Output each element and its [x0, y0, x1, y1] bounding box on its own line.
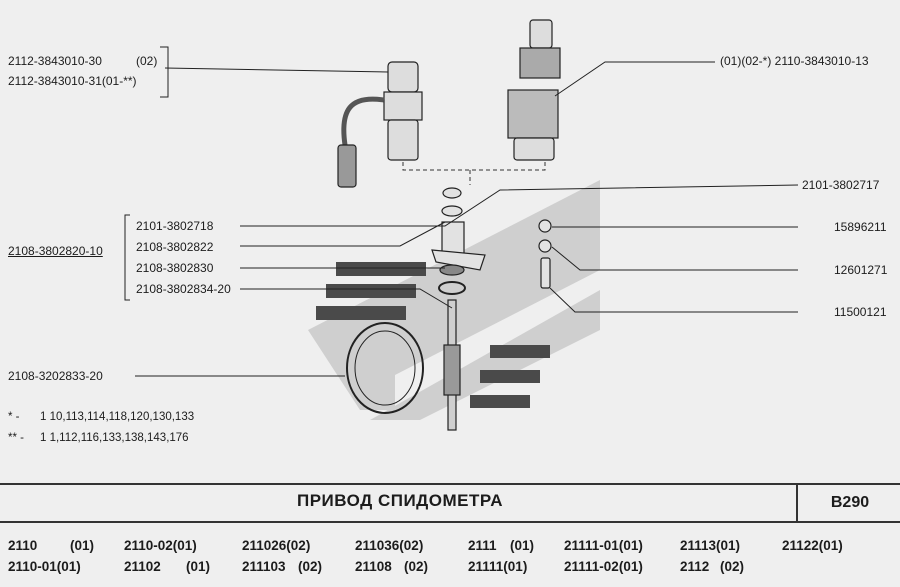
model-6: 21111-01(01) — [564, 538, 643, 553]
right-code-2: 15896211 — [834, 220, 887, 234]
model-12: 21108 — [355, 559, 392, 574]
speed-sensor-icon — [337, 61, 423, 188]
watermark-logo — [308, 180, 600, 420]
speed-sensor-alt-icon — [507, 19, 561, 161]
right-code-3: 12601271 — [834, 263, 888, 277]
model-11-variant: (02) — [298, 559, 323, 574]
model-12-variant: (02) — [404, 559, 429, 574]
model-13: 21111(01) — [468, 559, 528, 574]
model-1: 2110 — [8, 538, 38, 553]
note-2-mark: ** - — [8, 432, 24, 444]
model-10: 21102 — [124, 559, 161, 574]
group-code: 2108-3802820-10 — [8, 244, 103, 258]
note-1-text: 1 10,113,114,118,120,130,133 — [40, 411, 195, 423]
cable-code: 2108-3202833-20 — [8, 369, 103, 383]
sensor-b-code: 2112-3843010-31(01-**) — [8, 74, 137, 88]
part-code-2: 2108-3802822 — [136, 240, 214, 254]
model-11: 211103 — [242, 559, 286, 574]
model-8: 21122(01) — [782, 538, 843, 553]
page-code: B290 — [796, 485, 900, 521]
page-title: ПРИВОД СПИДОМЕТРА — [296, 491, 504, 510]
part-code-4: 2108-3802834-20 — [136, 282, 231, 296]
model-5: 2111 — [468, 538, 497, 553]
leader-lines — [124, 46, 799, 377]
model-1-variant: (01) — [70, 538, 95, 553]
model-3: 211026(02) — [242, 538, 311, 553]
right-code-1: 2101-3802717 — [802, 178, 880, 192]
model-4: 211036(02) — [355, 538, 424, 553]
model-7: 21113(01) — [680, 538, 741, 553]
sensor-c-code: (01)(02-*) 2110-3843010-13 — [720, 54, 869, 68]
note-1-mark: * - — [8, 411, 20, 423]
part-code-3: 2108-3802830 — [136, 261, 214, 275]
part-code-1: 2101-3802718 — [136, 219, 214, 233]
model-9: 2110-01(01) — [8, 559, 81, 574]
model-2: 2110-02(01) — [124, 538, 197, 553]
model-5-variant: (01) — [510, 538, 535, 553]
model-15-variant: (02) — [720, 559, 745, 574]
connection-dashed-line — [402, 160, 546, 185]
title-bar: ПРИВОД СПИДОМЕТРА B290 — [0, 483, 900, 523]
note-2-text: 1 1,112,116,133,138,143,176 — [40, 432, 189, 444]
model-15: 2112 — [680, 559, 710, 574]
model-10-variant: (01) — [186, 559, 211, 574]
drive-gear-icon — [346, 322, 424, 414]
sensor-a-code: 2112-3843010-30 — [8, 54, 102, 68]
speedometer-drive-icon — [431, 187, 552, 431]
right-code-4: 11500121 — [834, 305, 887, 319]
model-14: 21111-02(01) — [564, 559, 643, 574]
sensor-a-note: (02) — [136, 54, 158, 68]
